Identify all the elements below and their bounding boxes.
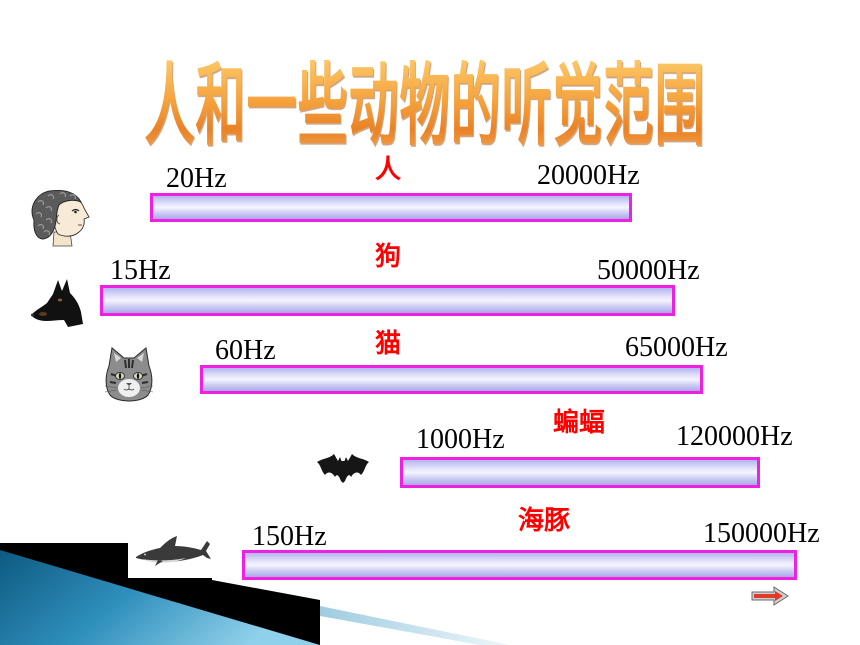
next-slide-button[interactable] [750,586,790,606]
species-name-dog: 狗 [375,242,402,272]
range-min-cat: 60Hz [215,335,276,366]
human-head-icon [26,188,92,248]
species-name-dolphin: 海豚 [518,506,571,536]
bat-icon [316,450,370,484]
range-max-dog: 50000Hz [597,255,700,286]
species-name-bat: 蝙蝠 [553,408,606,438]
range-min-bat: 1000Hz [416,424,505,455]
page-title: 人和一些动物的听觉范围 [140,60,710,153]
range-max-human: 20000Hz [537,160,640,191]
range-min-human: 20Hz [166,163,227,194]
range-min-dolphin: 150Hz [252,521,327,552]
range-bar-human [150,193,632,222]
dolphin-icon [128,530,212,578]
range-bar-cat [200,365,703,394]
range-max-cat: 65000Hz [625,332,728,363]
blue-wedge [0,550,320,645]
species-name-cat: 猫 [375,329,402,359]
light-stripe [320,606,510,645]
cat-icon [103,346,155,404]
species-name-human: 人 [375,155,402,185]
range-max-bat: 120000Hz [676,421,793,452]
range-max-dolphin: 150000Hz [703,518,820,549]
dog-icon [28,276,84,328]
range-bar-dolphin [242,550,797,580]
range-bar-bat [400,457,760,488]
range-bar-dog [100,285,675,316]
range-min-dog: 15Hz [110,255,171,286]
arrow-right-icon [750,586,790,606]
